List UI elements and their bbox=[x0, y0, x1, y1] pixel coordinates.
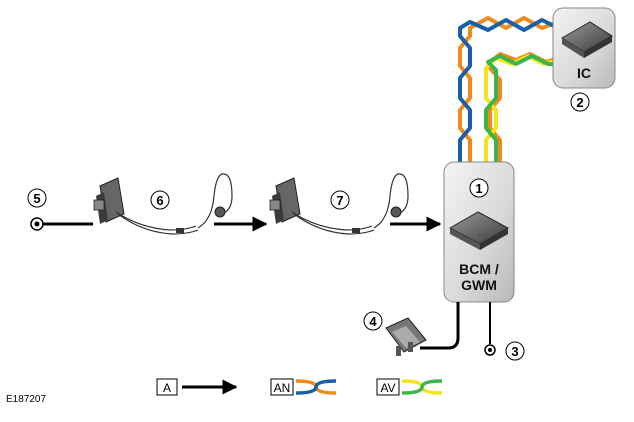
svg-text:A: A bbox=[163, 381, 171, 395]
callout-4: 4 bbox=[363, 311, 383, 331]
ground-terminal-icon bbox=[30, 217, 44, 231]
svg-text:2: 2 bbox=[576, 95, 583, 110]
svg-text:1: 1 bbox=[475, 181, 482, 196]
svg-text:6: 6 bbox=[156, 193, 163, 208]
svg-text:3: 3 bbox=[511, 344, 518, 359]
svg-text:7: 7 bbox=[336, 193, 343, 208]
figure-reference: E187207 bbox=[6, 394, 46, 405]
legend: A AN AV bbox=[156, 378, 443, 396]
bcm-gwm-module: BCM / GWM bbox=[443, 161, 515, 303]
brake-wear-sensor-icon bbox=[93, 177, 125, 224]
legend-item-an: AN bbox=[270, 378, 337, 396]
svg-text:AV: AV bbox=[380, 381, 395, 395]
bcm-label-line1: BCM / bbox=[459, 261, 499, 277]
ic-module: IC bbox=[552, 7, 616, 89]
callout-5: 5 bbox=[27, 188, 47, 208]
av-bus-harness bbox=[484, 54, 559, 162]
chip-icon bbox=[561, 21, 613, 58]
chip-icon bbox=[448, 211, 510, 250]
callout-1: 1 bbox=[469, 178, 489, 198]
svg-text:AN: AN bbox=[274, 381, 291, 395]
fuse-icon bbox=[385, 317, 427, 356]
callout-3: 3 bbox=[505, 341, 525, 361]
svg-text:4: 4 bbox=[369, 314, 377, 329]
brake-wear-sensor-6 bbox=[93, 173, 233, 235]
brake-wear-sensor-7 bbox=[269, 173, 409, 235]
ground-terminal-icon bbox=[484, 344, 496, 356]
brake-wear-sensor-icon bbox=[269, 177, 301, 224]
legend-item-av: AV bbox=[376, 378, 443, 396]
legend-item-a: A bbox=[156, 378, 238, 396]
an-bus-harness bbox=[458, 16, 559, 162]
ground-terminal-left bbox=[30, 217, 93, 231]
ground-feed bbox=[484, 302, 496, 356]
callout-7: 7 bbox=[330, 190, 350, 210]
callout-2: 2 bbox=[570, 92, 590, 112]
svg-text:5: 5 bbox=[33, 191, 40, 206]
power-feed bbox=[385, 302, 460, 356]
bcm-label-line2: GWM bbox=[461, 277, 497, 293]
callout-6: 6 bbox=[150, 190, 170, 210]
ic-label: IC bbox=[577, 65, 591, 81]
